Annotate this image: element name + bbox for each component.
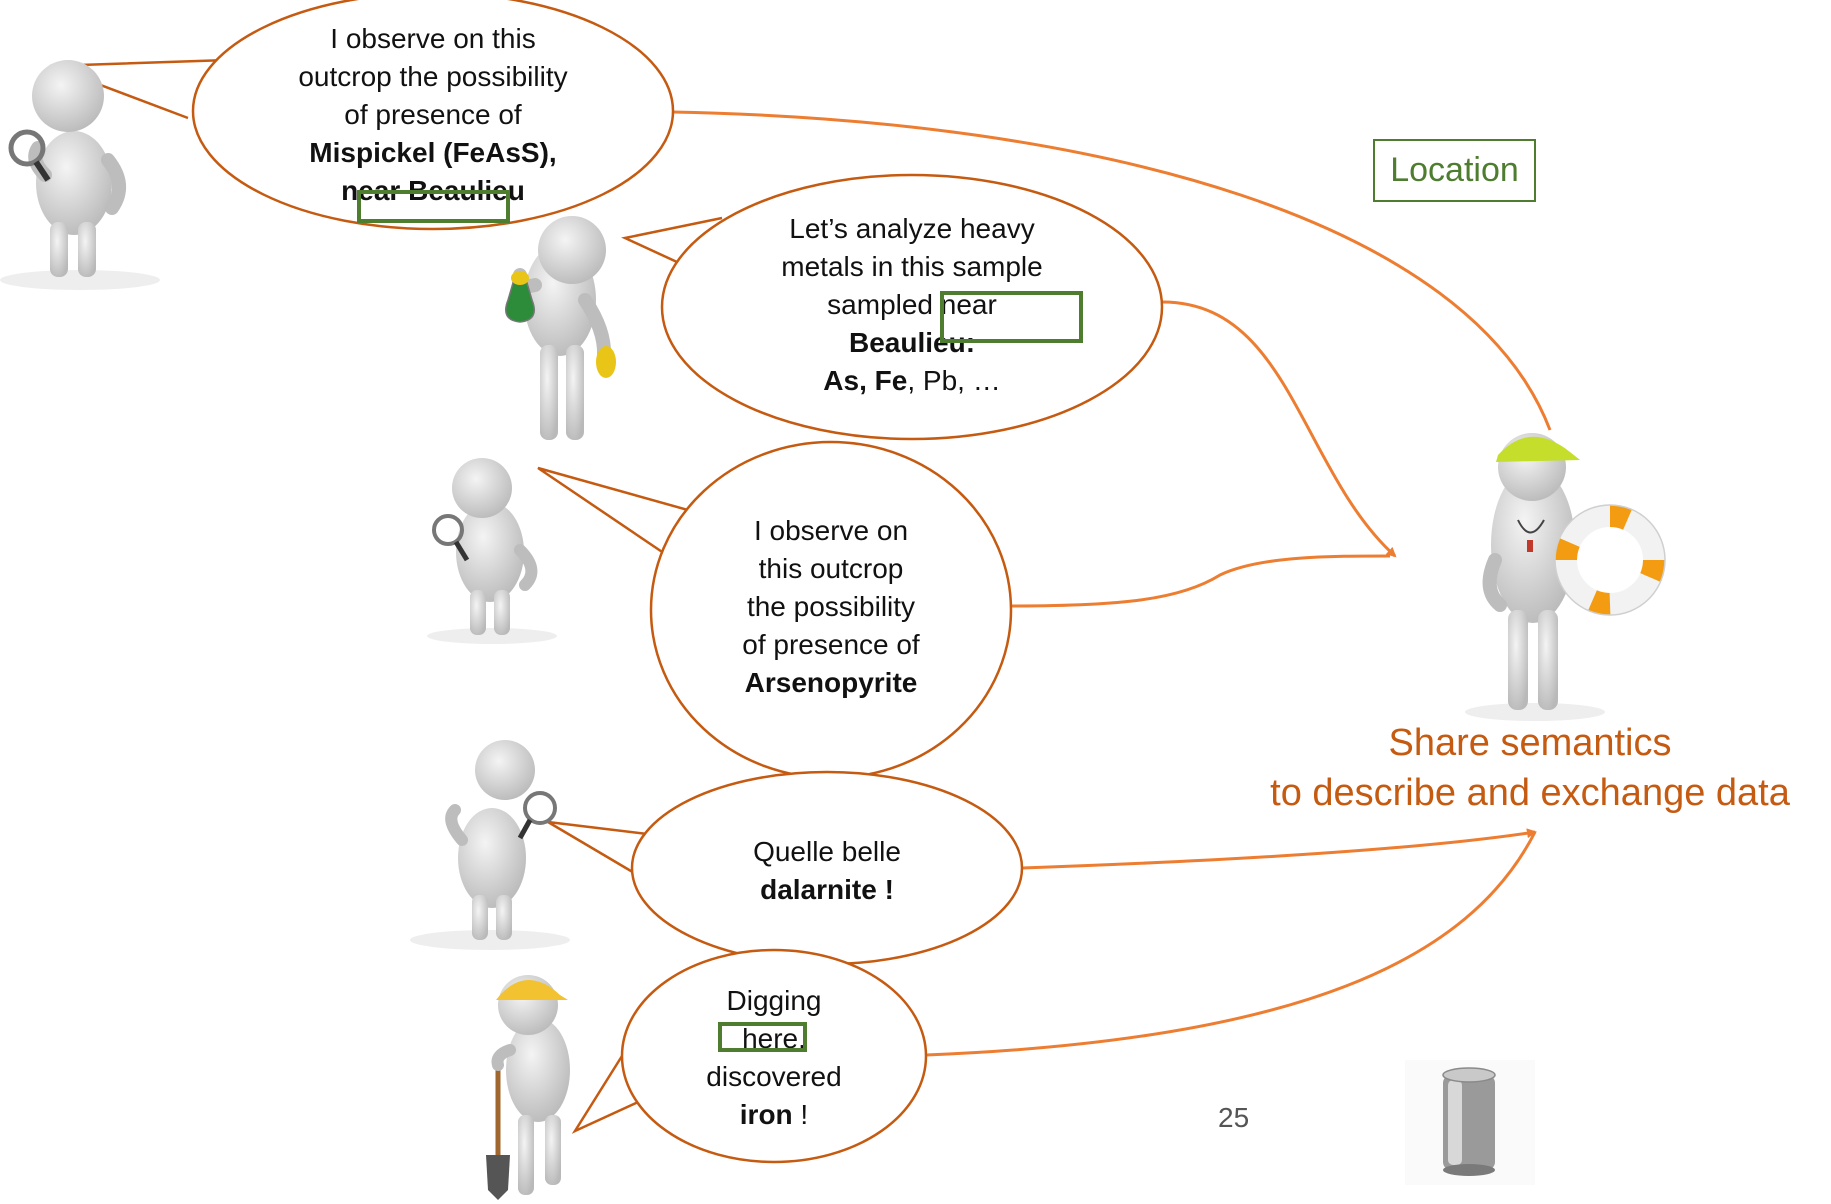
location-highlight-box <box>357 190 510 223</box>
bubble-4-line: Quelle belle <box>753 836 901 867</box>
connector-arrows <box>671 110 1552 1057</box>
bubble-1-line: I observe on this <box>330 23 536 54</box>
bubble-5-line: Digging <box>726 985 822 1016</box>
bubble-4-text: Quelle belle dalarnite ! <box>677 833 977 909</box>
bubble-5-line: discovered <box>706 1061 842 1092</box>
bubble-3-line: this outcrop <box>758 553 904 584</box>
observer-3-magnifier-figure-icon <box>410 740 570 950</box>
arrow-b5-to-share <box>925 831 1537 1057</box>
chemist-flask-figure-icon <box>490 216 616 450</box>
bubble-2-elements: As, Fe, Pb, … <box>823 365 1001 396</box>
bubble-4-mineral: dalarnite ! <box>760 874 894 905</box>
bubble-3-mineral: Arsenopyrite <box>744 667 918 698</box>
share-semantics-caption: Share semantics to describe and exchange… <box>1230 718 1830 818</box>
bubble-2 <box>621 173 1164 441</box>
digger-shovel-figure-icon <box>486 975 570 1200</box>
location-highlight-box <box>718 1022 807 1052</box>
metal-can-icon <box>1405 1060 1535 1185</box>
bubble-3-line: of presence of <box>742 629 920 660</box>
bubble-1-text: I observe on this outcrop the possibilit… <box>263 20 603 210</box>
location-highlight-box <box>940 291 1083 343</box>
bubble-2-line: metals in this sample <box>781 251 1043 282</box>
observer-2-magnifier-figure-icon <box>427 458 557 644</box>
bubble-1-line: outcrop the possibility <box>298 61 568 92</box>
observer-1-magnifier-figure-icon <box>0 60 160 290</box>
arrow-b2-to-lifeguard <box>1159 300 1397 558</box>
bubble-5-text: Digging here. discovered iron ! <box>674 982 874 1134</box>
speech-bubbles <box>49 0 1164 1164</box>
bubble-2-line: Let’s analyze heavy <box>789 213 1035 244</box>
bubble-3-text: I observe on this outcrop the possibilit… <box>681 512 981 702</box>
location-label: Location <box>1373 139 1536 202</box>
bubble-3-line: the possibility <box>746 591 916 622</box>
bubble-1-mineral: Mispickel (FeAsS), <box>309 137 557 168</box>
page-number: 25 <box>1218 1102 1250 1133</box>
bubble-3 <box>537 440 1013 780</box>
lifeguard-figure-icon <box>1465 433 1666 721</box>
bubble-5-mineral: iron ! <box>739 1099 809 1130</box>
share-caption-line: Share semantics <box>1388 722 1672 764</box>
arrow-b3-to-lifeguard <box>1009 554 1391 608</box>
bubble-3-line: I observe on <box>753 515 909 546</box>
bubble-5 <box>571 948 928 1164</box>
share-caption-line: to describe and exchange data <box>1270 772 1790 814</box>
arrow-b4-to-share <box>1021 828 1537 870</box>
arrow-b1-to-lifeguard <box>671 110 1552 431</box>
bubble-1-line: of presence of <box>344 99 522 130</box>
